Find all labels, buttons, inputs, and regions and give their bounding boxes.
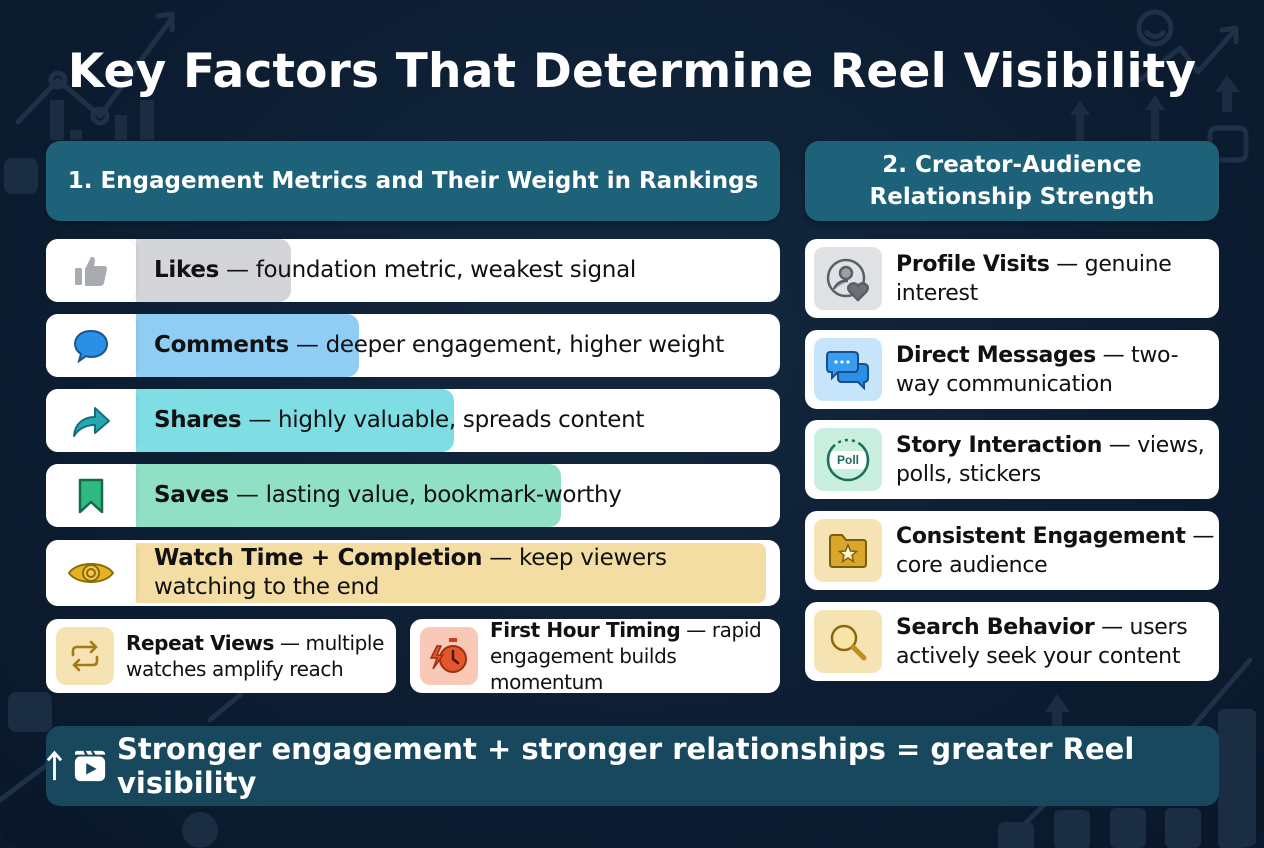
share-arrow-icon [46, 389, 136, 452]
relationship-card-story-interaction: Poll Story Interaction — views,polls, st… [805, 420, 1219, 499]
chat-bubbles-icon [814, 338, 882, 401]
section-2-title: 2. Creator-Audience Relationship Strengt… [869, 152, 1155, 210]
card-text: Story Interaction — views,polls, sticker… [896, 432, 1205, 487]
reels-bg-icon [8, 692, 52, 732]
metric-text: Likes — foundation metric, weakest signa… [154, 257, 636, 283]
weight-bar [136, 239, 291, 302]
reels-icon [74, 750, 106, 782]
repeat-icon [56, 627, 114, 685]
stopwatch-lightning-icon [420, 627, 478, 685]
summary-banner: Stronger engagement + stronger relations… [46, 726, 1219, 806]
metric-row-shares: Shares — highly valuable, spreads conten… [46, 389, 780, 452]
comment-bubble-icon [46, 314, 136, 377]
pie-chart-bg-icon [182, 812, 218, 848]
metric-row-saves: Saves — lasting value, bookmark-worthy [46, 464, 780, 527]
thumbs-up-icon [46, 239, 136, 302]
weight-bar [136, 389, 454, 452]
eye-icon [46, 540, 136, 606]
metric-text: Shares — highly valuable, spreads conten… [154, 407, 645, 433]
weight-bar [136, 464, 561, 527]
star-folder-icon [814, 519, 882, 582]
card-text: Consistent Engagement —core audience [896, 523, 1215, 578]
relationship-card-direct-messages: Direct Messages — two-way communication [805, 330, 1219, 409]
metric-row-likes: Likes — foundation metric, weakest signa… [46, 239, 780, 302]
search-icon [814, 610, 882, 673]
section-2-header: 2. Creator-Audience Relationship Strengt… [805, 141, 1219, 221]
metric-text: Saves — lasting value, bookmark-worthy [154, 482, 622, 508]
bookmark-icon [46, 464, 136, 527]
poll-label: Poll [830, 450, 866, 469]
up-arrow-icon [46, 750, 63, 781]
relationship-card-consistent-engagement: Consistent Engagement —core audience [805, 511, 1219, 590]
weight-bar [136, 314, 359, 377]
summary-text: Stronger engagement + stronger relations… [117, 732, 1135, 800]
poll-icon: Poll [814, 428, 882, 491]
metric-row-comments: Comments — deeper engagement, higher wei… [46, 314, 780, 377]
section-1-header: 1. Engagement Metrics and Their Weight i… [46, 141, 780, 221]
metric-text: Comments — deeper engagement, higher wei… [154, 332, 724, 358]
thumbs-up-bg-icon [4, 158, 38, 194]
card-text: Direct Messages — two-way communication [896, 342, 1179, 397]
weight-bar [136, 543, 766, 603]
profile-heart-icon [814, 247, 882, 310]
smiley-icon [1136, 9, 1174, 47]
section-1-title: 1. Engagement Metrics and Their Weight i… [67, 168, 759, 194]
page-title: Key Factors That Determine Reel Visibili… [67, 44, 1197, 99]
